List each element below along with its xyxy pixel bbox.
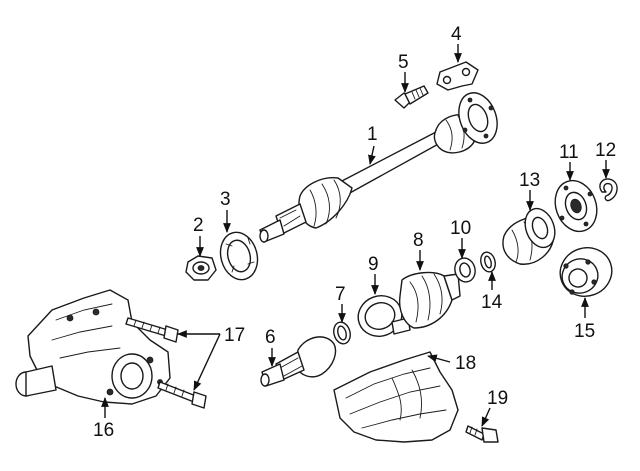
part-16-differential bbox=[15, 289, 171, 405]
part-17-bolts bbox=[125, 317, 207, 409]
callout-7: 7 bbox=[335, 284, 346, 305]
part-19-bolt bbox=[465, 425, 499, 443]
callout-17: 17 bbox=[224, 325, 245, 346]
part-14-clip bbox=[480, 251, 496, 273]
part-13-inner-cv-joint bbox=[502, 207, 556, 265]
callout-4: 4 bbox=[451, 24, 462, 45]
part-4-bracket bbox=[436, 61, 479, 91]
callout-labels: 1 2 3 4 5 6 7 8 9 10 11 12 13 14 15 16 1… bbox=[93, 24, 616, 441]
part-10-ring bbox=[454, 257, 476, 283]
part-7-clamp bbox=[333, 321, 351, 345]
callout-3: 3 bbox=[220, 189, 231, 210]
callout-18: 18 bbox=[455, 353, 476, 374]
callout-19: 19 bbox=[487, 388, 508, 409]
part-2-nut bbox=[185, 255, 217, 281]
part-11-flange bbox=[554, 179, 598, 233]
callout-6: 6 bbox=[265, 327, 276, 348]
callout-16: 16 bbox=[93, 420, 114, 441]
callout-5: 5 bbox=[398, 52, 409, 73]
part-1-axle-shaft bbox=[259, 92, 498, 243]
part-18-heat-shield bbox=[333, 351, 459, 443]
callout-1: 1 bbox=[367, 124, 378, 145]
part-15-bearing bbox=[559, 247, 613, 297]
part-5-bolt bbox=[394, 85, 429, 109]
leader-lines bbox=[101, 44, 610, 427]
callout-2: 2 bbox=[193, 215, 204, 236]
callout-10: 10 bbox=[450, 218, 471, 239]
callout-12: 12 bbox=[595, 140, 616, 161]
callout-9: 9 bbox=[368, 254, 379, 275]
callout-15: 15 bbox=[574, 321, 595, 342]
callout-11: 11 bbox=[559, 142, 579, 163]
callout-13: 13 bbox=[519, 170, 540, 191]
part-8-boot bbox=[398, 271, 461, 329]
part-6-inner-joint-shaft bbox=[260, 336, 337, 387]
part-12-snap-ring bbox=[599, 178, 618, 202]
part-9-band-clamp bbox=[357, 295, 411, 337]
part-3-ring bbox=[219, 231, 259, 281]
callout-8: 8 bbox=[413, 230, 424, 251]
callout-14: 14 bbox=[481, 292, 503, 313]
